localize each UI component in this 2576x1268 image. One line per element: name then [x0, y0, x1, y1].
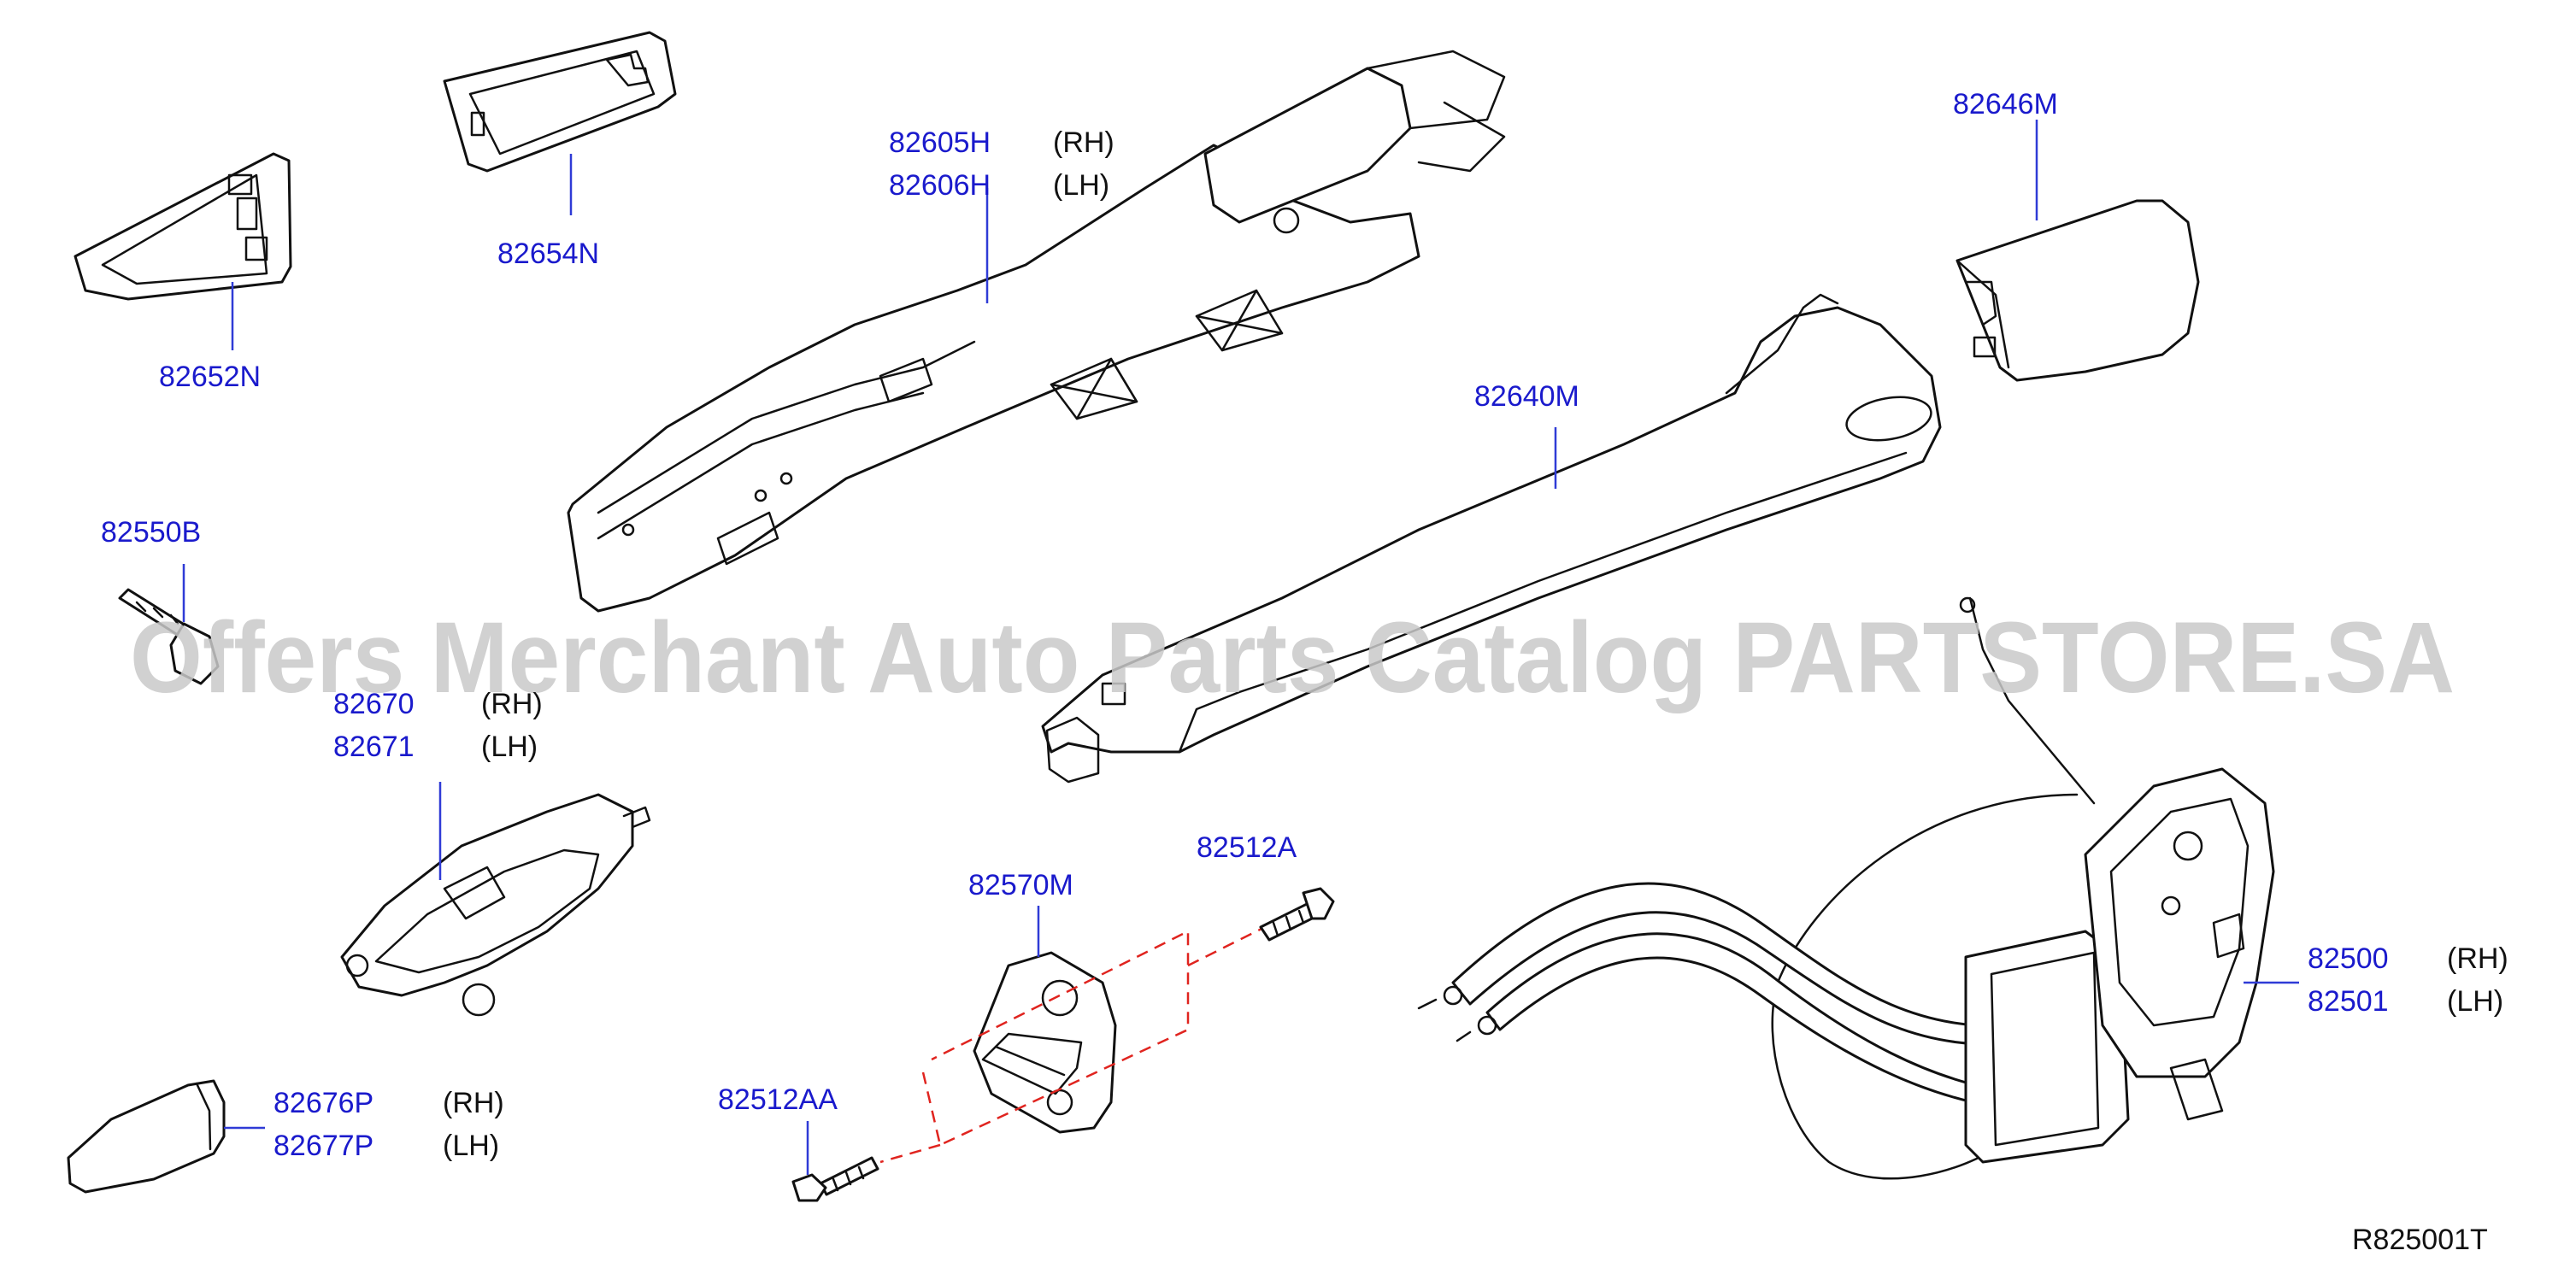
- gasket-82652n-drawing: [74, 152, 292, 301]
- side-label-82671: (LH): [481, 731, 538, 763]
- striker-82570m-drawing: [973, 951, 1117, 1134]
- handle-cap-82646m-drawing: [1956, 199, 2200, 382]
- side-label-82670: (RH): [481, 688, 543, 720]
- key-cover-82676p-drawing: [67, 1079, 226, 1194]
- side-label-82500: (RH): [2447, 942, 2508, 975]
- part-label-82671[interactable]: 82671: [333, 731, 415, 763]
- part-label-82605h[interactable]: 82605H: [889, 126, 991, 159]
- diagram-id: R825001T: [2352, 1224, 2488, 1256]
- part-label-82512aa[interactable]: 82512AA: [718, 1083, 838, 1116]
- part-label-82512a[interactable]: 82512A: [1197, 831, 1297, 864]
- part-label-82670[interactable]: 82670: [333, 688, 415, 720]
- outside-handle-82640m-drawing: [1041, 293, 1942, 784]
- bolt-82550b-drawing: [118, 588, 220, 685]
- side-label-82606h: (LH): [1053, 169, 1109, 202]
- handle-bracket-82605h-drawing: [567, 50, 1506, 613]
- part-label-82652n[interactable]: 82652N: [159, 361, 261, 393]
- screw-82512aa-drawing: [791, 1156, 879, 1202]
- inside-handle-82670-drawing: [340, 793, 651, 1017]
- part-label-82676p[interactable]: 82676P: [273, 1087, 373, 1119]
- side-label-82501: (LH): [2447, 985, 2503, 1018]
- gasket-82654n-drawing: [443, 31, 677, 173]
- part-label-82501[interactable]: 82501: [2308, 985, 2389, 1018]
- side-label-82605h: (RH): [1053, 126, 1115, 159]
- part-label-82500[interactable]: 82500: [2308, 942, 2389, 975]
- watermark: Offers Merchant Auto Parts Catalog PARTS…: [130, 602, 2455, 714]
- part-label-82640m[interactable]: 82640M: [1474, 380, 1579, 413]
- part-label-82606h[interactable]: 82606H: [889, 169, 991, 202]
- part-label-82570m[interactable]: 82570M: [968, 869, 1073, 901]
- part-label-82654n[interactable]: 82654N: [497, 238, 599, 270]
- screw-82512a-drawing: [1259, 887, 1335, 942]
- part-label-82550b[interactable]: 82550B: [101, 516, 201, 549]
- side-label-82676p: (RH): [443, 1087, 504, 1119]
- part-label-82646m[interactable]: 82646M: [1953, 88, 2058, 120]
- part-label-82677p[interactable]: 82677P: [273, 1130, 373, 1162]
- side-label-82677p: (LH): [443, 1130, 499, 1162]
- door-lock-82500-drawing: [1417, 596, 2275, 1180]
